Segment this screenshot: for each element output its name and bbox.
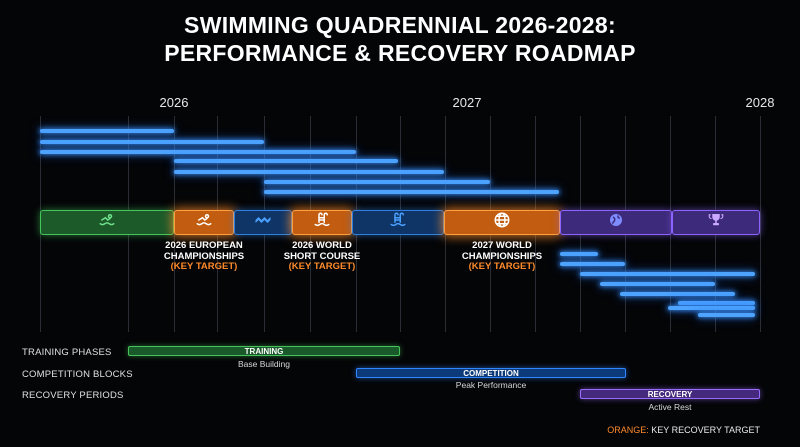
timeline-segment-competition [352, 210, 444, 235]
gantt-bar [668, 306, 755, 310]
page-title-line2: PERFORMANCE & RECOVERY ROADMAP [164, 40, 636, 66]
key-target-tag: (KEY TARGET) [170, 261, 238, 272]
event-label-world-championships: 2027 WORLD CHAMPIONSHIPS (KEY TARGET) [461, 240, 543, 273]
globe-icon [493, 211, 511, 234]
gantt-bar [620, 292, 735, 296]
legend-row-label-competition: COMPETITION BLOCKS [22, 369, 133, 380]
gantt-bar [174, 170, 444, 174]
gantt-bar [264, 180, 490, 184]
phase-sub-recovery: Active Rest [648, 402, 692, 412]
gantt-bar [698, 313, 755, 317]
timeline-segment-final [672, 210, 760, 235]
key-target-tag: (KEY TARGET) [288, 261, 356, 272]
legend-note: ORANGE: KEY RECOVERY TARGET [607, 425, 760, 435]
waves-icon [254, 211, 272, 234]
phase-sub-competition: Peak Performance [455, 380, 527, 390]
gantt-bar [40, 150, 356, 154]
page-title-line1: SWIMMING QUADRENNIAL 2026-2028: [184, 12, 616, 38]
timeline-segment-recovery [560, 210, 672, 235]
swimmer-icon [195, 211, 213, 234]
event-name: CHAMPIONSHIPS [461, 250, 543, 262]
year-label-2028: 2028 [745, 95, 775, 110]
phase-sub-training: Base Building [238, 359, 290, 369]
gridline [760, 116, 761, 332]
year-label-2026: 2026 [159, 95, 189, 110]
pool-ladder-icon [313, 211, 331, 234]
gantt-bar [600, 282, 715, 286]
trophy-icon [707, 211, 725, 234]
timeline-segment-transition [234, 210, 292, 235]
event-label-european-championships: 2026 EUROPEAN CHAMPIONSHIPS (KEY TARGET) [163, 240, 245, 273]
timeline-segment-training [40, 210, 174, 235]
timeline-segment-world-short-course [292, 210, 352, 235]
event-name: 2026 EUROPEAN [165, 240, 243, 251]
gantt-bar [174, 159, 398, 163]
legend-row-label-recovery: RECOVERY PERIODS [22, 390, 124, 401]
event-label-world-short-course: 2026 WORLD SHORT COURSE (KEY TARGET) [283, 240, 361, 273]
legend-row-label-training: TRAINING PHASES [22, 347, 112, 358]
event-name: CHAMPIONSHIPS [163, 250, 245, 262]
gantt-bar [40, 140, 264, 144]
gantt-bar [560, 262, 625, 266]
year-label-2027: 2027 [452, 95, 482, 110]
globe-icon [607, 211, 625, 234]
phase-bar-recovery: RECOVERY [580, 389, 760, 399]
phase-bar-training: TRAINING [128, 346, 400, 356]
event-name: SHORT COURSE [283, 250, 361, 262]
gantt-bar [580, 272, 755, 276]
swimmer-icon [98, 211, 116, 234]
gantt-bar [560, 252, 598, 256]
event-name: 2026 WORLD [292, 240, 352, 251]
gantt-bar [678, 301, 755, 305]
event-name: 2027 WORLD [472, 240, 532, 251]
key-target-tag: (KEY TARGET) [468, 261, 536, 272]
phase-bar-competition: COMPETITION [356, 368, 626, 378]
gantt-bar [264, 190, 559, 194]
gantt-bar [40, 129, 174, 133]
legend-note-text: KEY RECOVERY TARGET [648, 425, 760, 435]
timeline-segment-world-championships [444, 210, 560, 235]
timeline-segment-european-championships [174, 210, 234, 235]
pool-ladder-icon [389, 211, 407, 234]
legend-note-key: ORANGE: [607, 425, 649, 435]
